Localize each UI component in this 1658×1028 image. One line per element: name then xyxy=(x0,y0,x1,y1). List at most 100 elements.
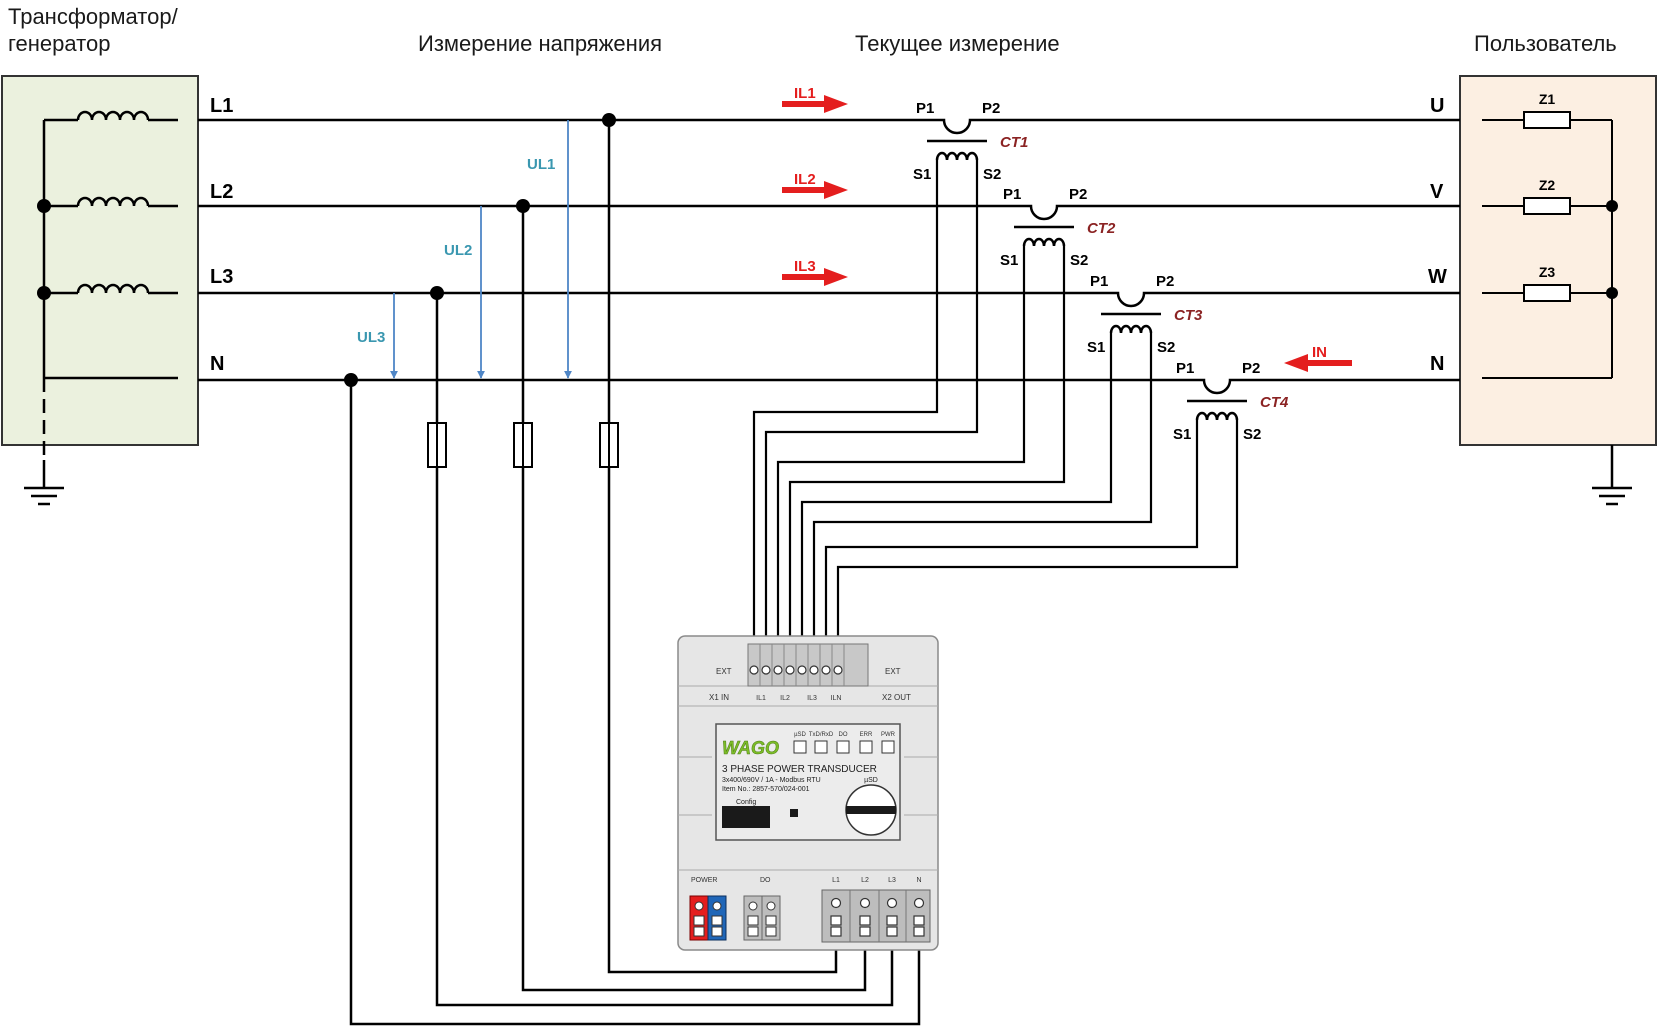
line-label-l1: L1 xyxy=(210,95,233,117)
device-title: 3 PHASE POWER TRANSDUCER xyxy=(722,764,877,775)
wago-logo: WAGO xyxy=(722,738,779,758)
current-label-il3: IL3 xyxy=(794,258,816,275)
terminal-label-l3: L3 xyxy=(888,877,896,884)
fuse-icon xyxy=(427,422,447,468)
voltage-wires xyxy=(349,120,921,1026)
terminal-label-v: V xyxy=(1430,181,1444,203)
ct2-s2: S2 xyxy=(1070,252,1088,269)
line-label-l3: L3 xyxy=(210,266,233,288)
terminal-screw xyxy=(833,665,843,675)
coil-icon xyxy=(76,110,150,121)
current-label-il1: IL1 xyxy=(794,85,816,102)
source-title-line1: Трансформатор/ xyxy=(8,4,178,29)
terminal-label-l1: L1 xyxy=(832,877,840,884)
power-label: POWER xyxy=(691,877,717,884)
consumer-block: Z1 Z2 Z3 xyxy=(1459,75,1657,506)
ct3-s1: S1 xyxy=(1087,339,1105,356)
terminal-label-l2: L2 xyxy=(861,877,869,884)
ct1-label: CT1 xyxy=(1000,134,1028,151)
ct2: P1 P2 CT2 S1 S2 xyxy=(1000,186,1116,269)
z2-label: Z2 xyxy=(1539,177,1556,193)
terminal-label-w: W xyxy=(1428,266,1447,288)
led-label-err: ERR xyxy=(860,732,873,738)
coil-icon xyxy=(76,196,150,207)
config-label: Config xyxy=(736,799,756,806)
ct-coil-icon xyxy=(935,151,979,161)
terminal-screw xyxy=(830,897,842,909)
bus-lines xyxy=(198,118,1460,395)
voltage-measurement-title: Измерение напряжения xyxy=(418,31,663,56)
ct1-s2: S2 xyxy=(983,166,1001,183)
impedance-z1 xyxy=(1523,111,1571,129)
voltage-arrows xyxy=(390,120,572,379)
fuse-icon xyxy=(599,422,619,468)
fuse-icon xyxy=(513,422,533,468)
ct4-p1: P1 xyxy=(1176,360,1194,377)
arrow-in xyxy=(1284,354,1352,372)
device-spec1: 3x400/690V / 1A - Modbus RTU xyxy=(722,777,821,784)
arrow-il1 xyxy=(782,95,848,113)
terminal-screw xyxy=(797,665,807,675)
led-txrx xyxy=(814,740,828,754)
source-block xyxy=(1,75,199,506)
terminal-screw xyxy=(773,665,783,675)
config-port[interactable] xyxy=(722,806,770,828)
device-spec2: Item No.: 2857-570/024-001 xyxy=(722,786,810,793)
led-label-txrx: TxD/RxD xyxy=(809,732,834,738)
led-pwr xyxy=(881,740,895,754)
ct2-label: CT2 xyxy=(1087,220,1116,237)
power-transducer: EXT EXT X1 IN X2 OUT IL1 IL2 IL3 ILN WAG… xyxy=(677,635,939,951)
current-label-il2: IL2 xyxy=(794,171,816,188)
arrow-il2 xyxy=(782,181,848,199)
source-title-line2: генератор xyxy=(8,31,111,56)
terminal-screw xyxy=(809,665,819,675)
ct2-p1: P1 xyxy=(1003,186,1021,203)
ct1-s1: S1 xyxy=(913,166,931,183)
ext-right-label: EXT xyxy=(885,667,901,676)
current-label-in: IN xyxy=(1312,344,1327,361)
ct1-p1: P1 xyxy=(916,100,934,117)
ct4: P1 P2 CT4 S1 S2 xyxy=(1173,360,1289,443)
arrow-il3 xyxy=(782,268,848,286)
ct-secondary-wires xyxy=(752,160,1239,668)
ground-icon xyxy=(1592,445,1632,506)
z3-label: Z3 xyxy=(1539,264,1556,280)
usd-slot-label: µSD xyxy=(864,777,878,784)
ct4-s2: S2 xyxy=(1243,426,1261,443)
line-label-n: N xyxy=(210,353,224,375)
ct-coil-icon xyxy=(1022,237,1066,247)
ct4-s1: S1 xyxy=(1173,426,1191,443)
bus-l3 xyxy=(198,291,1460,308)
current-measurement-title: Текущее измерение xyxy=(855,31,1060,56)
impedance-z3 xyxy=(1523,284,1571,302)
input-label-il1: IL1 xyxy=(756,695,766,702)
line-label-l2: L2 xyxy=(210,181,233,203)
led-err xyxy=(859,740,873,754)
terminal-screw xyxy=(749,665,759,675)
ct1: P1 P2 CT1 S1 S2 xyxy=(913,100,1028,183)
terminal-screw xyxy=(886,897,898,909)
ct3-p2: P2 xyxy=(1156,273,1174,290)
ct-coil-icon xyxy=(1109,324,1153,334)
ct3-label: CT3 xyxy=(1174,307,1203,324)
terminal-label-n: N xyxy=(916,877,921,884)
current-arrows: IL1 IL2 IL3 IN xyxy=(782,85,1352,372)
reset-button[interactable] xyxy=(790,809,798,817)
x2-out-label: X2 OUT xyxy=(882,693,911,702)
ext-left-label: EXT xyxy=(716,667,732,676)
ct-coil-icon xyxy=(1195,411,1239,421)
ct3-p1: P1 xyxy=(1090,273,1108,290)
ct1-p2: P2 xyxy=(982,100,1000,117)
terminal-screw xyxy=(821,665,831,675)
led-do xyxy=(836,740,850,754)
ct4-label: CT4 xyxy=(1260,394,1289,411)
bus-l1 xyxy=(198,118,1460,135)
ct2-p2: P2 xyxy=(1069,186,1087,203)
led-label-pwr: PWR xyxy=(881,732,896,738)
z1-label: Z1 xyxy=(1539,91,1556,107)
bus-n xyxy=(198,378,1460,395)
ct4-p2: P2 xyxy=(1242,360,1260,377)
ground-icon xyxy=(24,460,64,506)
terminal-label-u: U xyxy=(1430,95,1444,117)
